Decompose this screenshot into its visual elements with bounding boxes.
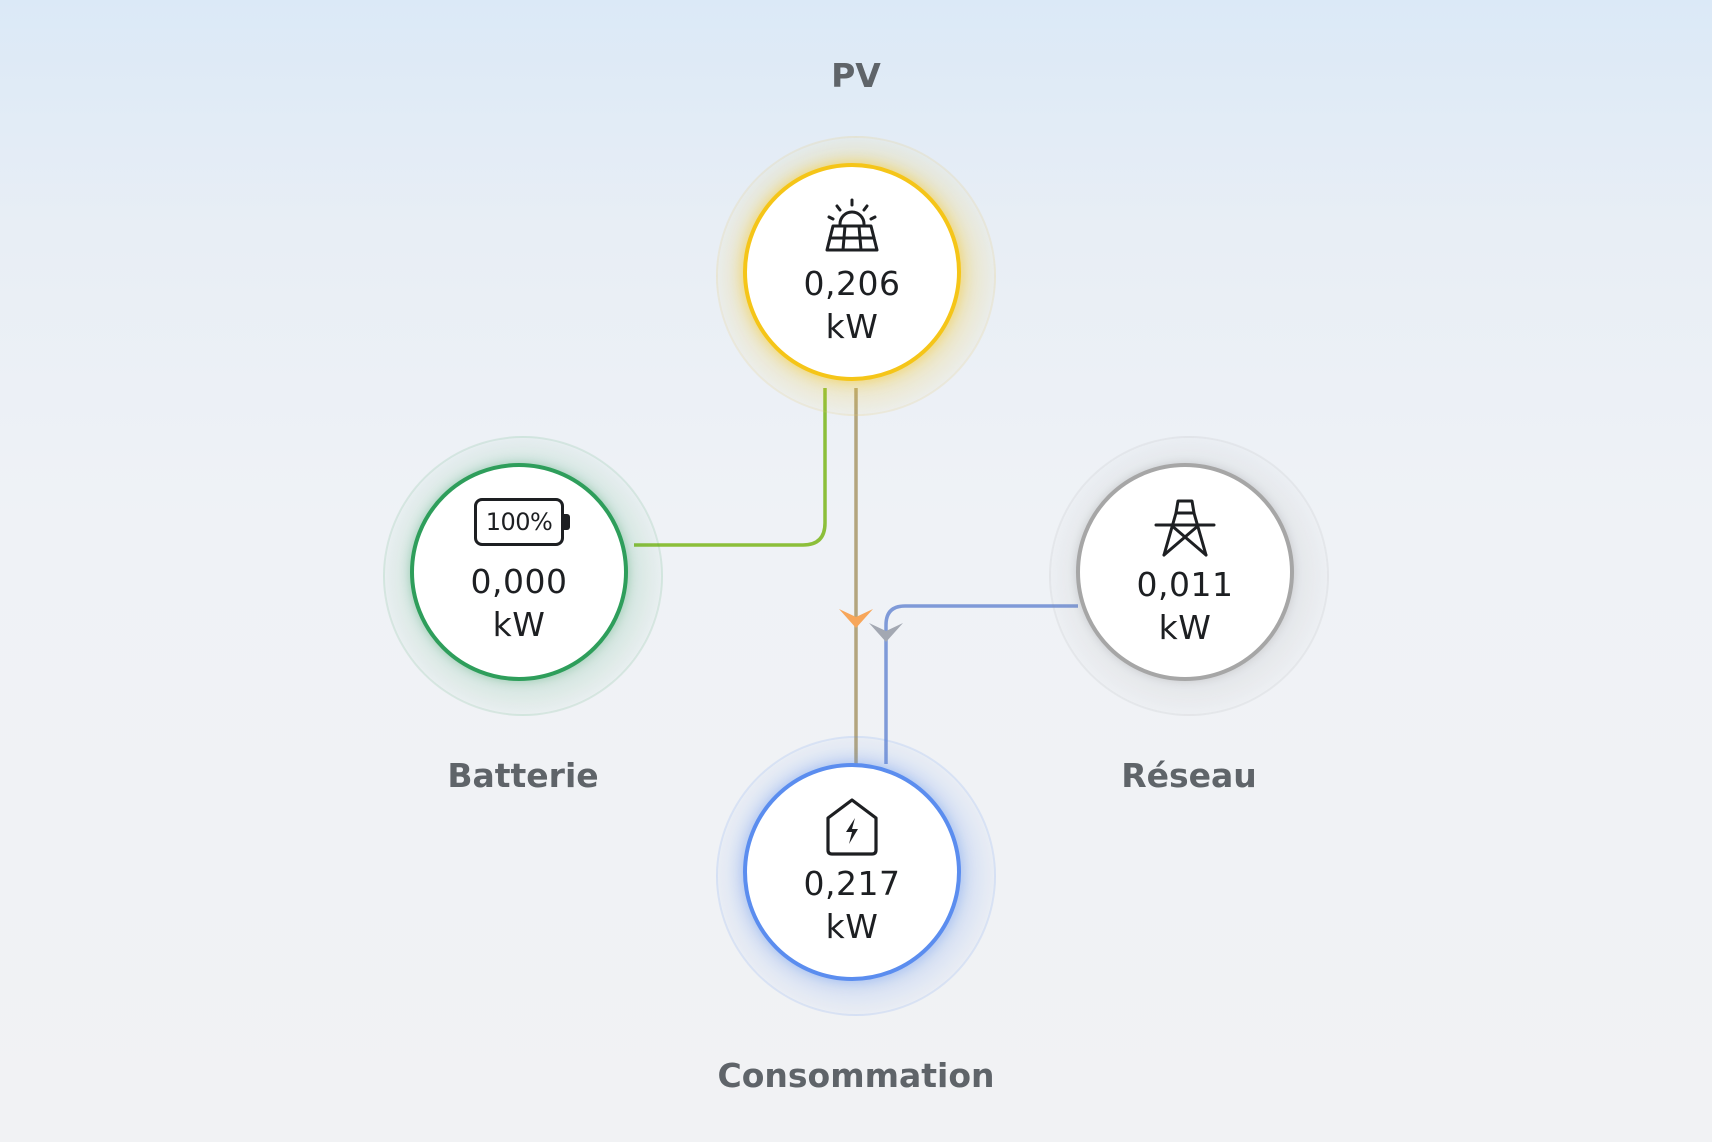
battery-charge-badge: 100% [485,508,553,536]
home-bolt-icon [826,798,878,856]
flow-line-pv-to-battery [634,388,827,547]
pv-value: 0,206 [803,264,901,303]
consumption-value: 0,217 [803,864,901,903]
pv-node[interactable]: 0,206 kW [743,163,961,381]
flow-arrow-pv [839,609,873,628]
flow-line-grid-to-consumption [884,604,1078,764]
grid-node[interactable]: 0,011 kW [1076,463,1294,681]
grid-value: 0,011 [1136,565,1234,604]
pv-unit: kW [825,307,879,346]
consumption-node[interactable]: 0,217 kW [743,763,961,981]
battery-label: Batterie [447,756,599,795]
battery-node[interactable]: 100% 0,000 kW [410,463,628,681]
power-pylon-icon [1154,499,1216,557]
grid-label: Réseau [1121,756,1257,795]
consumption-unit: kW [825,907,879,946]
battery-icon: 100% [474,498,570,546]
battery-terminal [564,514,570,530]
battery-value: 0,000 [470,562,568,601]
consumption-label: Consommation [717,1056,995,1095]
flow-arrow-grid [869,623,903,642]
pv-label: PV [831,56,881,95]
grid-unit: kW [1158,608,1212,647]
solar-panel-icon [825,198,879,252]
battery-unit: kW [492,605,546,644]
